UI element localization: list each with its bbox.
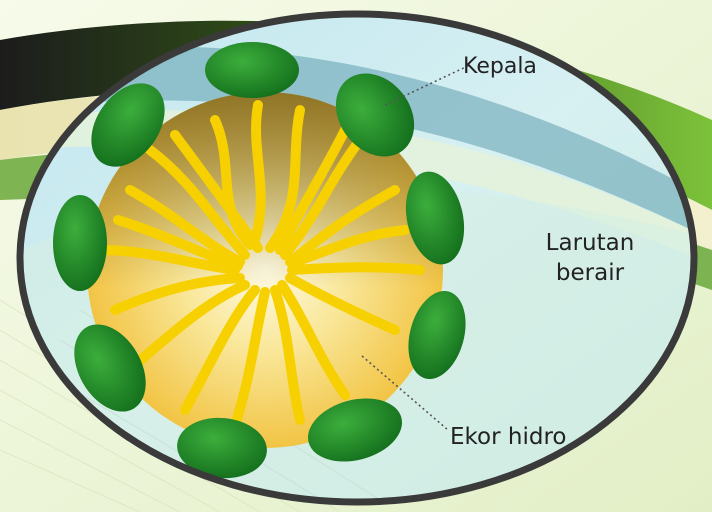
tail-label: Ekor hidro <box>450 424 566 450</box>
solution-label-line2: berair <box>556 260 625 286</box>
solution-label-line1: Larutan <box>546 230 635 256</box>
head-label: Kepala <box>463 54 537 79</box>
